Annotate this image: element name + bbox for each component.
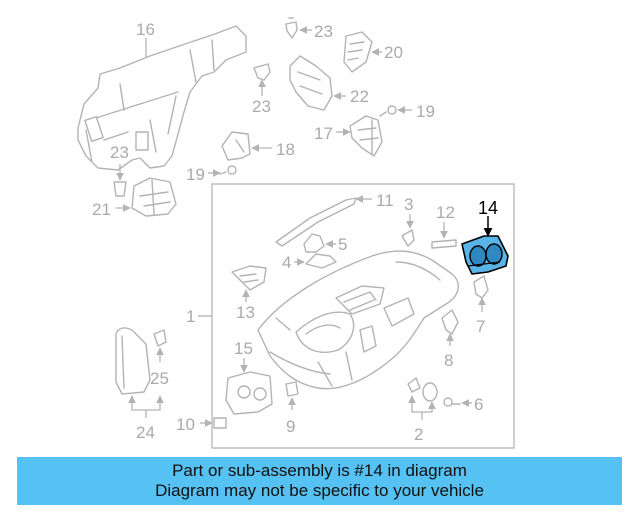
part-12-strip: [431, 239, 457, 249]
part-9-clip: [285, 381, 299, 397]
part-23-clip-mid: [253, 63, 271, 81]
part-6-bolt: [443, 397, 461, 407]
part-13-vent: [231, 265, 267, 291]
callout-3: 3: [404, 195, 413, 214]
callout-20: 20: [384, 43, 403, 62]
part-20-grille: [343, 31, 373, 73]
part-25-clip: [153, 329, 167, 347]
part-4-trim: [305, 253, 337, 269]
callout-19-top: 19: [416, 102, 435, 121]
callout-21: 21: [92, 200, 111, 219]
parts-diagram: 16 23 20 23 22 19 18 17: [77, 17, 515, 449]
part-1-instrument-panel: [257, 250, 459, 390]
part-14-highlighted: [461, 235, 509, 275]
callout-18: 18: [276, 140, 295, 159]
callout-1: 1: [186, 307, 195, 326]
part-16-cross-beam: [77, 25, 247, 171]
part-19-bolt-left: [219, 165, 237, 175]
callout-8: 8: [444, 351, 453, 370]
part-15-bracket: [225, 371, 273, 415]
callout-22: 22: [350, 87, 369, 106]
callout-11: 11: [376, 191, 394, 210]
callout-24: 24: [136, 423, 155, 442]
part-24-side-panel: [115, 327, 151, 395]
callout-10: 10: [176, 415, 195, 434]
banner-line-2: Diagram may not be specific to your vehi…: [155, 481, 484, 500]
part-19-bolt-top: [379, 105, 397, 117]
callout-2: 2: [414, 425, 423, 444]
part-10-clip: [213, 417, 227, 429]
callout-6: 6: [474, 395, 483, 414]
part-2-clips: [407, 377, 438, 402]
part-22-bracket: [289, 55, 333, 111]
callout-25: 25: [150, 369, 169, 388]
part-18-bracket: [221, 131, 251, 161]
part-11-trim-strip: [275, 197, 357, 247]
callout-5: 5: [338, 235, 347, 254]
part-8-bracket: [441, 309, 459, 335]
callout-12: 12: [436, 203, 455, 222]
info-banner: Part or sub-assembly is #14 in diagram D…: [17, 457, 622, 505]
callout-23-top: 23: [314, 22, 333, 41]
callout-17: 17: [314, 124, 333, 143]
callout-7: 7: [476, 317, 485, 336]
part-7-bracket: [473, 275, 489, 299]
part-21-bracket: [131, 177, 177, 217]
part-17-bracket: [349, 115, 383, 157]
callout-23-mid: 23: [252, 97, 271, 116]
callout-13: 13: [236, 303, 255, 322]
callout-16: 16: [136, 20, 155, 39]
callout-15: 15: [234, 339, 253, 358]
part-3-clip: [401, 229, 415, 247]
callout-14: 14: [478, 198, 498, 218]
callout-4: 4: [282, 253, 291, 272]
banner-line-1: Part or sub-assembly is #14 in diagram: [172, 461, 467, 480]
callout-19-left: 19: [186, 165, 205, 184]
callout-23-left: 23: [110, 143, 129, 162]
part-5-clip: [303, 233, 325, 253]
part-23-clip-left: [113, 181, 127, 197]
callout-9: 9: [286, 417, 295, 436]
part-23-clip-top: [285, 17, 298, 39]
